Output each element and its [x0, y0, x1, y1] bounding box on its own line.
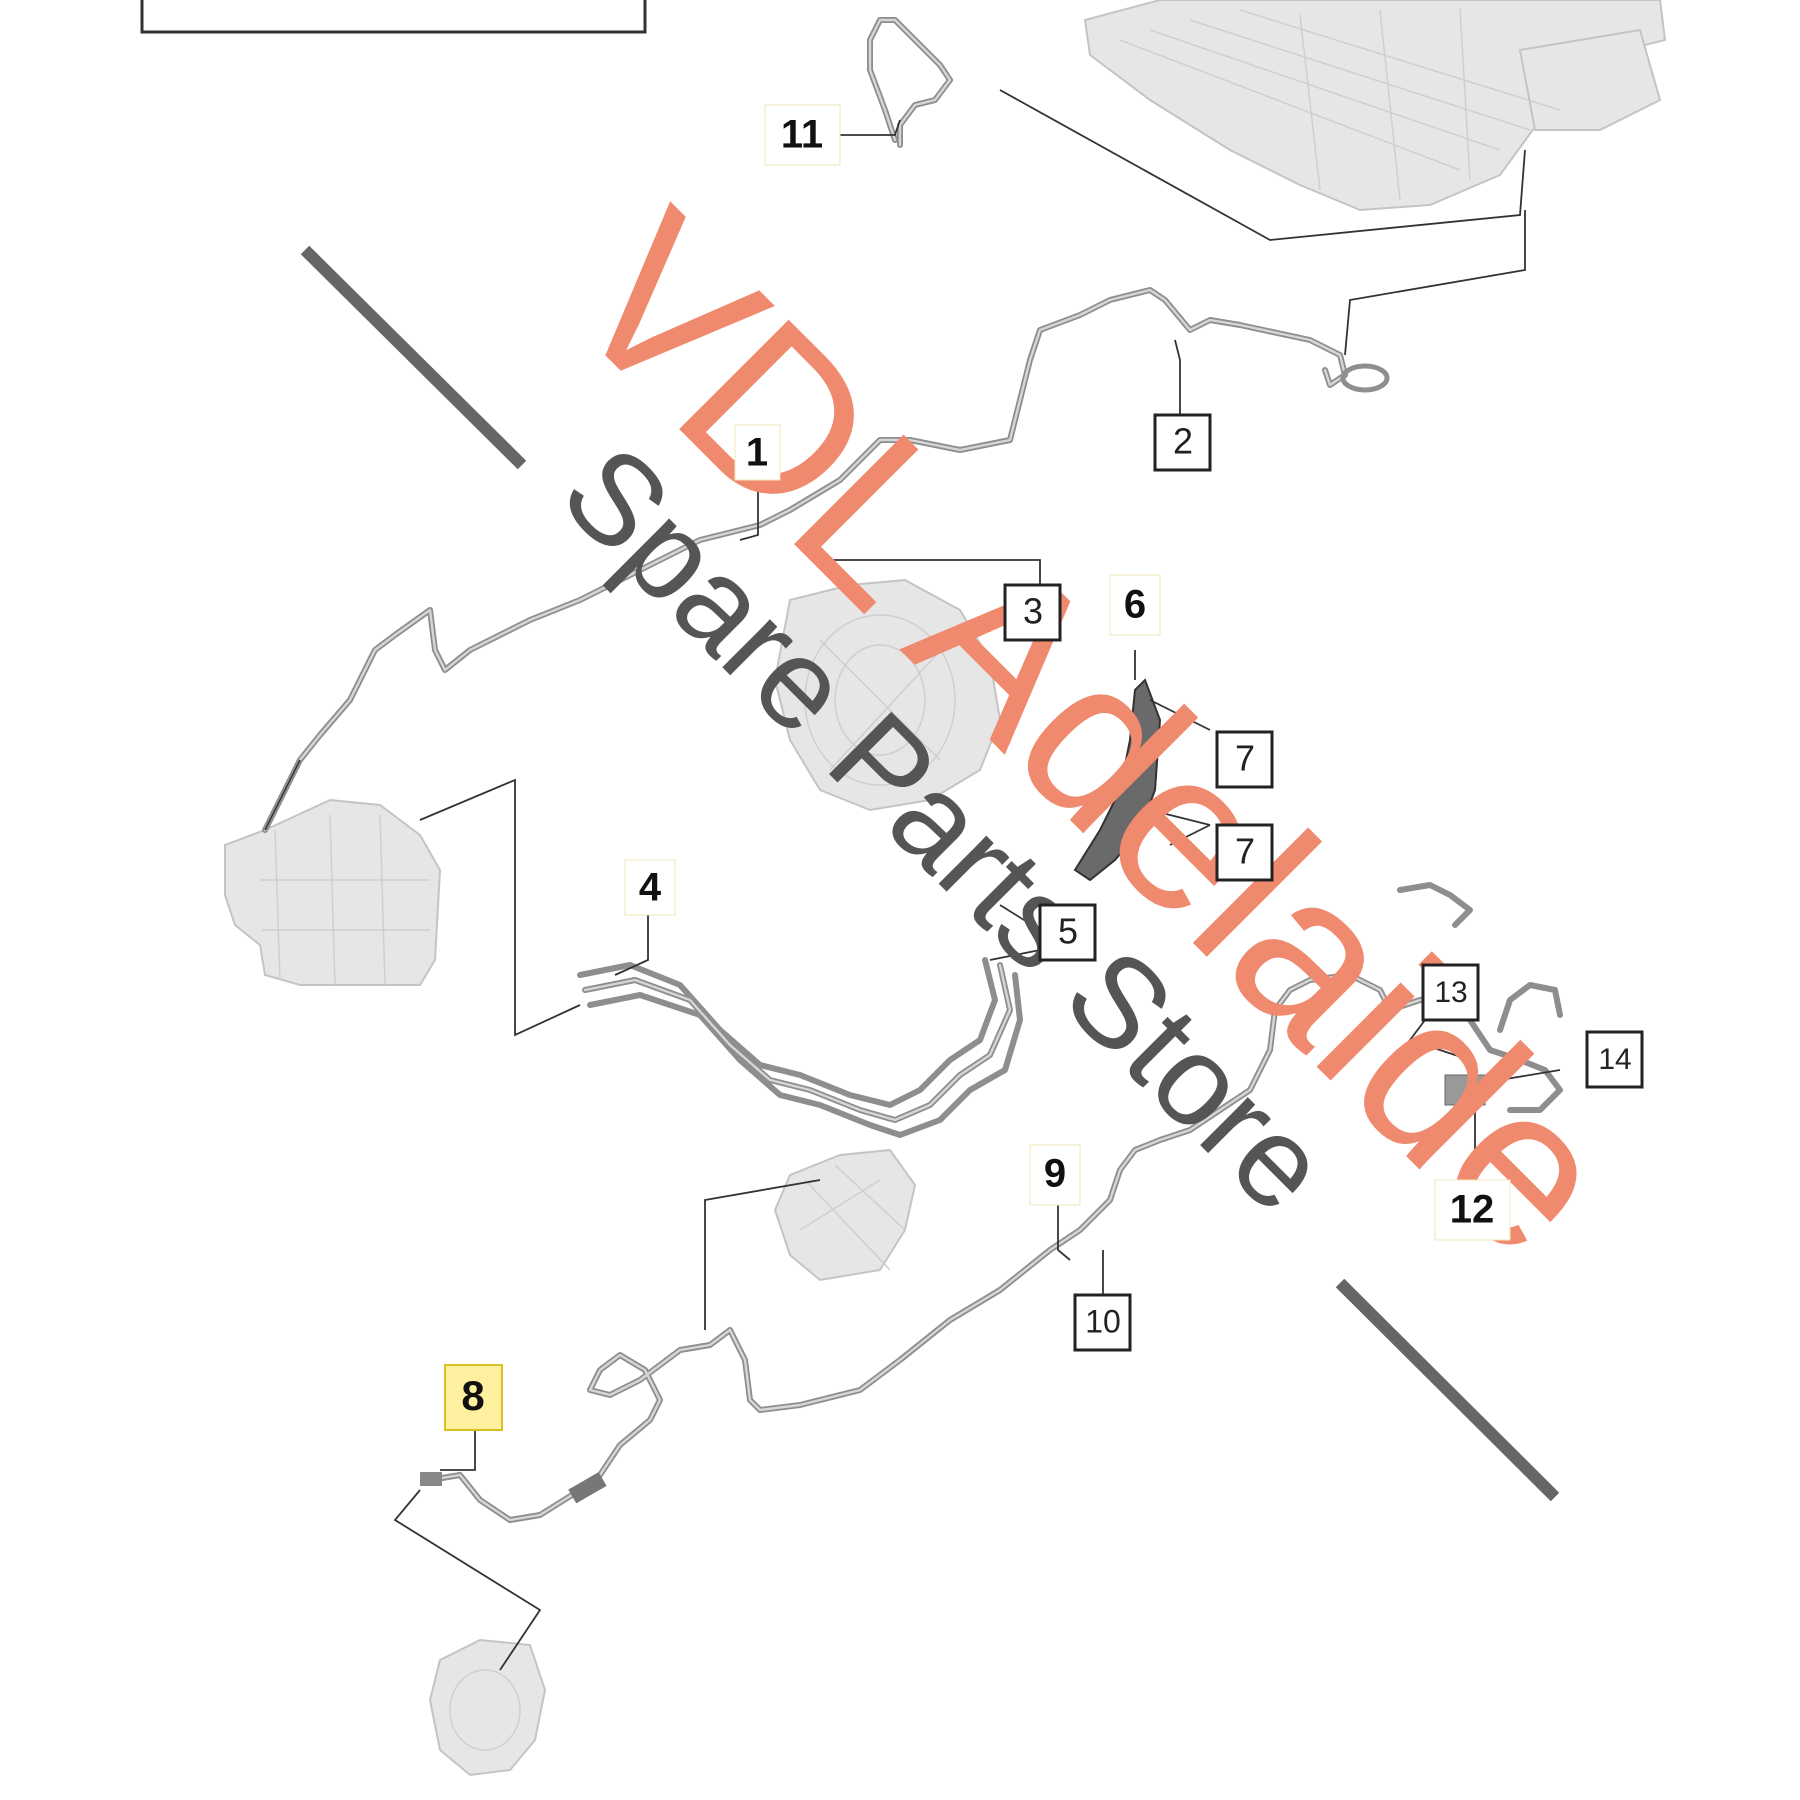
callout-3-box: [1003, 583, 1062, 642]
cable-part-8-9-low-voltage-harness: [420, 972, 1453, 1523]
callout-3[interactable]: 3: [1023, 591, 1043, 632]
watermark-bar-left: [300, 245, 527, 470]
battery-pack-ghost: [1083, 0, 1667, 212]
callout-13-box: [1421, 963, 1480, 1022]
callout-1[interactable]: 1: [746, 431, 768, 475]
callout-14-box: [1585, 1030, 1644, 1089]
callout-6-box: [1109, 574, 1161, 636]
callout-9[interactable]: 9: [1044, 1152, 1066, 1196]
title-frame: [140, 0, 647, 34]
callout-13[interactable]: 13: [1434, 976, 1467, 1009]
compressor-ghost: [428, 1638, 547, 1777]
callout-7a-box: [1215, 730, 1274, 789]
cable-part-1-main-harness: [262, 287, 1390, 833]
callout-6[interactable]: 6: [1124, 583, 1146, 627]
charger-module-ghost: [773, 1148, 917, 1282]
callout-2-box: [1153, 413, 1212, 472]
callout-11-box: [764, 104, 841, 166]
callout-4[interactable]: 4: [639, 866, 662, 910]
callout-12-box: [1434, 1179, 1511, 1241]
callout-7a[interactable]: 7: [1235, 738, 1255, 779]
callout-4-box: [624, 859, 676, 916]
cable-part-4-hv-bundle: [577, 957, 1023, 1138]
leader-lines: [264, 89, 1561, 1671]
power-electronics-ghost: [224, 798, 442, 986]
callout-14[interactable]: 14: [1598, 1043, 1631, 1076]
callout-10[interactable]: 10: [1085, 1303, 1121, 1339]
callout-10-box: [1073, 1293, 1132, 1352]
callout-2[interactable]: 2: [1173, 421, 1193, 462]
callout-8-highlight: [444, 1364, 503, 1431]
watermark-brand: VDL Adelaide: [526, 166, 1662, 1302]
callout-12[interactable]: 12: [1450, 1188, 1495, 1232]
electric-motor-ghost: [773, 578, 1002, 812]
callout-7b[interactable]: 7: [1235, 831, 1255, 872]
cable-part-12-14-sensor-harness: [1397, 882, 1563, 1113]
callout-7b-box: [1215, 823, 1274, 882]
callout-9-box: [1029, 1144, 1081, 1206]
callout-8[interactable]: 8: [461, 1372, 484, 1419]
callout-1-box: [734, 424, 781, 481]
cable-part-6-bracket: [1073, 678, 1162, 882]
callout-11[interactable]: 11: [781, 113, 823, 157]
callout-5[interactable]: 5: [1058, 911, 1078, 952]
cable-part-11-connector-loop: [867, 17, 953, 148]
watermark-bar-right: [1335, 1278, 1560, 1502]
callout-5-box: [1038, 903, 1097, 962]
